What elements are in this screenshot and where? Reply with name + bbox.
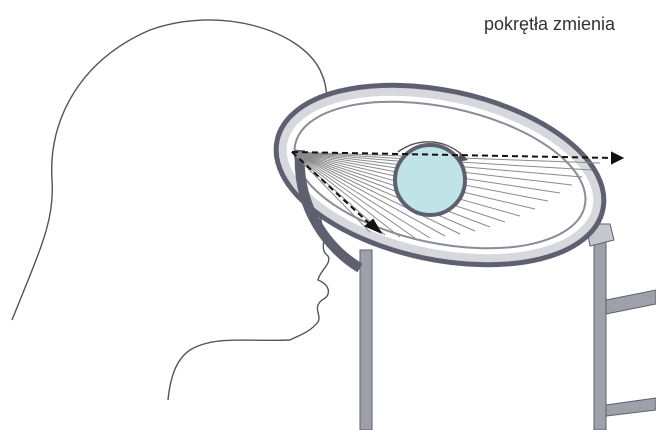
head-profile-icon xyxy=(12,20,329,400)
